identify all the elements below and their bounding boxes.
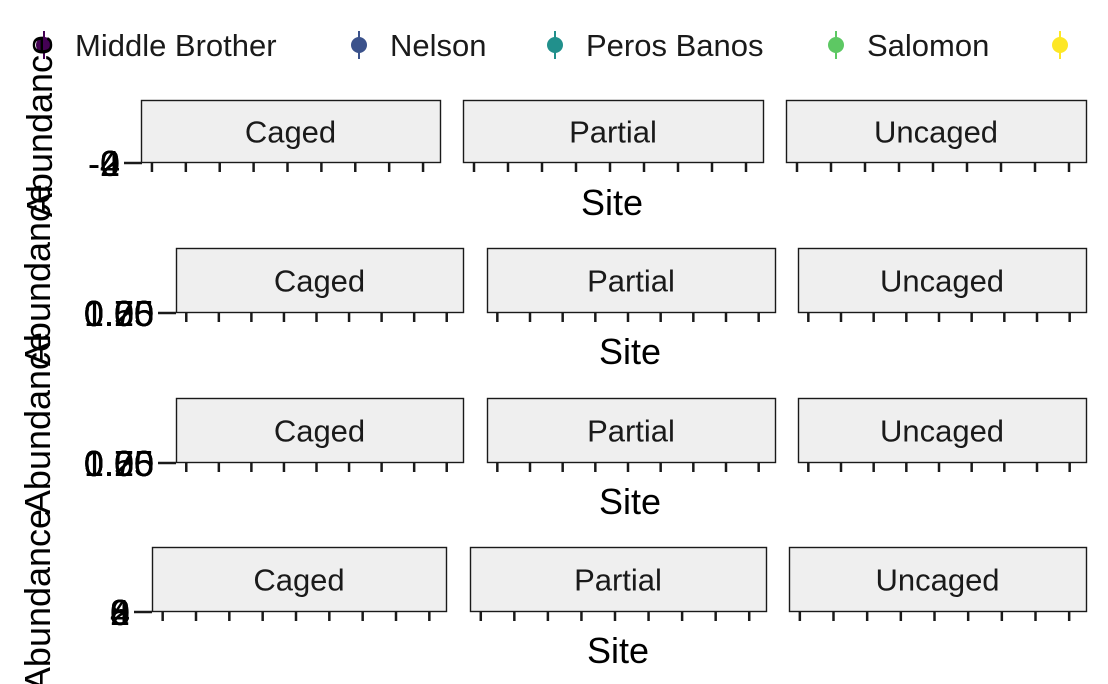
- legend-item: [1052, 31, 1068, 59]
- y-axis-title: Abundance: [17, 332, 58, 514]
- y-tick-label: 4: [100, 143, 120, 184]
- legend-label: Salomon: [867, 28, 989, 63]
- legend-item: Nelson: [351, 28, 487, 63]
- facet-label: Partial: [574, 563, 662, 598]
- legend-item: Middle Brother: [36, 28, 277, 63]
- legend-label: Nelson: [390, 28, 487, 63]
- y-tick-label: 1.00: [84, 443, 154, 484]
- facet-label: Uncaged: [880, 414, 1004, 449]
- facet-strip: [151, 546, 448, 613]
- legend-label: Peros Banos: [586, 28, 764, 63]
- facet-strip: [797, 247, 1088, 314]
- y-tick-label: 2: [100, 143, 120, 184]
- y-tick-label: 6: [110, 592, 130, 633]
- y-tick-label: 8: [110, 592, 130, 633]
- facet-strip: [788, 546, 1088, 613]
- legend-key-point: [1052, 37, 1068, 53]
- x-axis-title: Site: [581, 182, 643, 223]
- legend-key-point: [828, 37, 844, 53]
- legend: Middle Brother Nelson Peros Banos Salomon: [36, 28, 1068, 63]
- facet-label: Uncaged: [875, 563, 999, 598]
- facet-strip: [462, 99, 765, 164]
- facet-strip: [469, 546, 768, 613]
- facet-label: Caged: [274, 264, 365, 299]
- facet-label: Partial: [569, 115, 657, 150]
- facet-strip: [486, 397, 777, 464]
- legend-key-point: [351, 37, 367, 53]
- y-tick-label: -2: [88, 143, 120, 184]
- y-tick-label: 0.25: [84, 293, 154, 334]
- legend-key-point: [547, 37, 563, 53]
- facet-label: Caged: [253, 563, 344, 598]
- y-tick-label: 0.25: [84, 443, 154, 484]
- facet-label: Caged: [245, 115, 336, 150]
- facet-strip: [797, 397, 1088, 464]
- x-axis-title: Site: [599, 331, 661, 372]
- facet-label: Uncaged: [874, 115, 998, 150]
- legend-key-point: [36, 37, 52, 53]
- legend-item: Peros Banos: [547, 28, 764, 63]
- facet-label: Uncaged: [880, 264, 1004, 299]
- y-tick-label: 0: [110, 592, 130, 633]
- y-tick-label: 0.75: [84, 443, 154, 484]
- y-tick-label: 0.50: [84, 443, 154, 484]
- x-axis-title: Site: [599, 481, 661, 522]
- y-tick-label: 0.75: [84, 293, 154, 334]
- legend-item: Salomon: [828, 28, 989, 63]
- legend-label: Middle Brother: [75, 28, 277, 63]
- y-tick-label: 1.00: [84, 293, 154, 334]
- facet-label: Partial: [587, 414, 675, 449]
- y-axis-title: Abundance: [17, 509, 58, 684]
- facet-strip: [140, 99, 442, 164]
- y-tick-label: 0.00: [84, 443, 154, 484]
- facet-label: Caged: [274, 414, 365, 449]
- facet-strip: [175, 397, 465, 464]
- y-tick-label: 0.00: [84, 293, 154, 334]
- facet-strip: [175, 247, 465, 314]
- facet-strip: [486, 247, 777, 314]
- x-axis-title: Site: [587, 630, 649, 671]
- y-tick-label: -4: [88, 143, 120, 184]
- y-tick-label: 0: [100, 143, 120, 184]
- facet-strip: [785, 99, 1088, 164]
- y-axis-title: Abundance: [19, 35, 60, 217]
- facet-label: Partial: [587, 264, 675, 299]
- y-tick-label: 2: [110, 592, 130, 633]
- y-axis-title: Abundance: [17, 184, 58, 366]
- y-tick-label: 4: [110, 592, 130, 633]
- y-tick-label: 0.50: [84, 293, 154, 334]
